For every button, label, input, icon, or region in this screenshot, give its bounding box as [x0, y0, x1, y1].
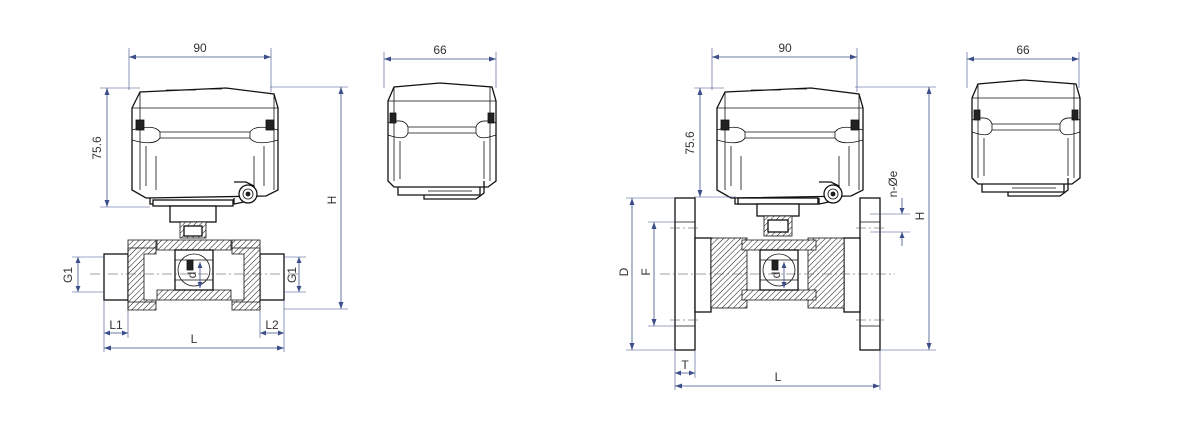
threaded-bore-label: d: [185, 272, 199, 279]
flanged-actuator-height-dimension: 75.6: [683, 87, 736, 198]
flanged-thickness-dimension: T: [674, 350, 696, 390]
flanged-thickness-label: T: [681, 358, 689, 372]
threaded-right-thread-length-label: L2: [265, 318, 279, 332]
threaded-side-depth-label: 66: [433, 43, 447, 57]
threaded-side-depth-dimension: 66: [383, 43, 497, 88]
threaded-bore-dimension: d: [185, 262, 203, 288]
flanged-total-height-dimension: H: [855, 86, 936, 351]
flanged-side-depth-dimension: 66: [966, 43, 1080, 88]
flanged-bolt-holes-dimension: n-Øe: [870, 170, 910, 246]
threaded-side-view: 66: [383, 43, 497, 200]
flanged-diameter-label: D: [617, 267, 631, 276]
threaded-left-thread-length-label: L1: [109, 318, 123, 332]
flanged-side-view: 66: [966, 43, 1081, 197]
flanged-actuator-front: [716, 87, 864, 237]
threaded-valve-body: [103, 239, 285, 311]
threaded-right-thread-dimension: G1: [284, 256, 306, 293]
flanged-bolt-circle-dimension: F: [639, 221, 675, 327]
flanged-valve-view: 90 75.6 n-Øe H: [617, 41, 936, 390]
threaded-actuator-height-label: 75.6: [90, 136, 104, 160]
flanged-width-dimension: 90: [711, 41, 858, 92]
threaded-length-dimension: L: [104, 332, 284, 351]
threaded-length-label: L: [191, 332, 198, 346]
flanged-width-label: 90: [778, 41, 792, 55]
threaded-actuator-height-dimension: 75.6: [90, 87, 150, 208]
flanged-valve-body: [674, 197, 881, 351]
threaded-total-height-label: H: [325, 196, 339, 205]
flanged-actuator-height-label: 75.6: [683, 131, 697, 155]
threaded-left-thread-label: G1: [61, 267, 75, 283]
flanged-side-depth-label: 66: [1016, 43, 1030, 57]
flanged-total-height-label: H: [913, 212, 927, 221]
flanged-length-dimension: L: [675, 350, 881, 390]
threaded-right-thread-length-dimension: L2: [259, 300, 285, 352]
threaded-width-label: 90: [193, 41, 207, 55]
flanged-bore-label: d: [769, 272, 783, 279]
threaded-actuator-front: [131, 87, 279, 239]
flanged-bolt-circle-label: F: [639, 268, 653, 275]
threaded-right-thread-label: G1: [285, 267, 299, 283]
flanged-length-label: L: [775, 370, 782, 384]
threaded-left-thread-length-dimension: L1: [103, 300, 129, 352]
threaded-width-dimension: 90: [128, 41, 272, 92]
flanged-bolt-holes-label: n-Øe: [886, 170, 900, 197]
flanged-diameter-dimension: D: [617, 197, 675, 351]
threaded-left-thread-dimension: G1: [61, 256, 104, 293]
threaded-valve-view: 90 75.6 H G1: [61, 41, 348, 352]
threaded-total-height-dimension: H: [270, 86, 348, 310]
flanged-bore-dimension: d: [769, 262, 787, 288]
